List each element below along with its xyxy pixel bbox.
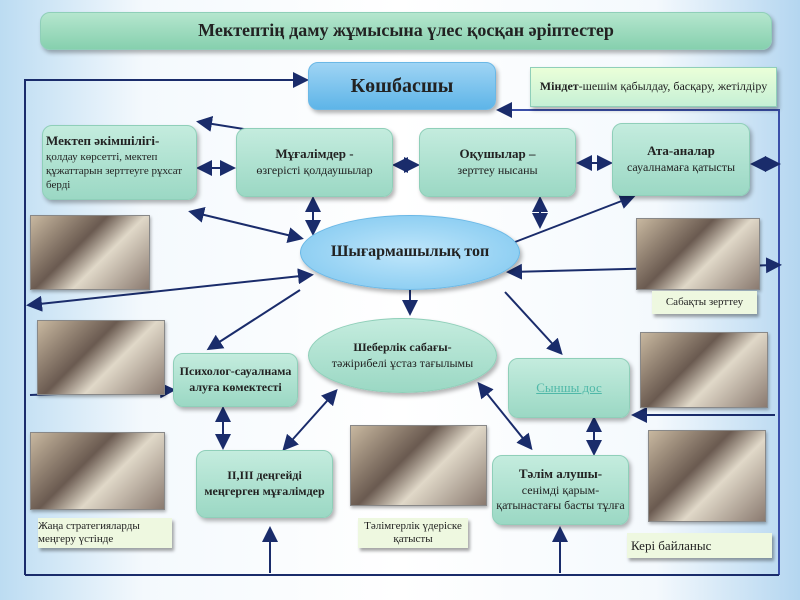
photo-feedback (648, 430, 766, 522)
photo-mentoring (350, 425, 487, 506)
admin-box: Мектеп әкімшілігі-қолдау көрсетті, мекте… (42, 125, 197, 200)
mentoring-label: Тәлімгерлік үдеріске қатысты (358, 518, 468, 548)
mentee-box: Тәлім алушы-сенімді қарым-қатынастағы ба… (492, 455, 629, 525)
photo-admin (30, 215, 150, 290)
psychologist-box: Психолог-сауалнама алуға көмектесті (173, 353, 298, 407)
lesson-study-label: Сабақты зерттеу (652, 291, 757, 314)
levels-teachers-box: ІІ,ІІІ деңгейді меңгерген мұғалімдер (196, 450, 333, 518)
new-strategies-label: Жаңа стратегияларды меңгеру үстінде (38, 518, 172, 548)
students-box: Оқушылар –зерттеу нысаны (419, 128, 576, 197)
page-title: Мектептің даму жұмысына үлес қосқан әріп… (40, 12, 772, 50)
leader-box: Көшбасшы (308, 62, 496, 110)
master-class-ellipse: Шеберлік сабағы-тәжірибелі ұстаз тағылым… (308, 318, 497, 393)
photo-lesson-study (636, 218, 760, 290)
photo-critic (640, 332, 768, 408)
critical-friend-link[interactable]: Сыншы дос (508, 358, 630, 418)
feedback-label: Кері байланыс (627, 533, 772, 558)
creative-group-ellipse: Шығармашылық топ (300, 215, 520, 290)
task-box: Міндет-шешім қабылдау, басқару, жетілдір… (530, 67, 777, 107)
photo-psych (37, 320, 165, 395)
photo-strategies (30, 432, 165, 510)
teachers-box: Мұғалімдер -өзгерісті қолдаушылар (236, 128, 393, 197)
